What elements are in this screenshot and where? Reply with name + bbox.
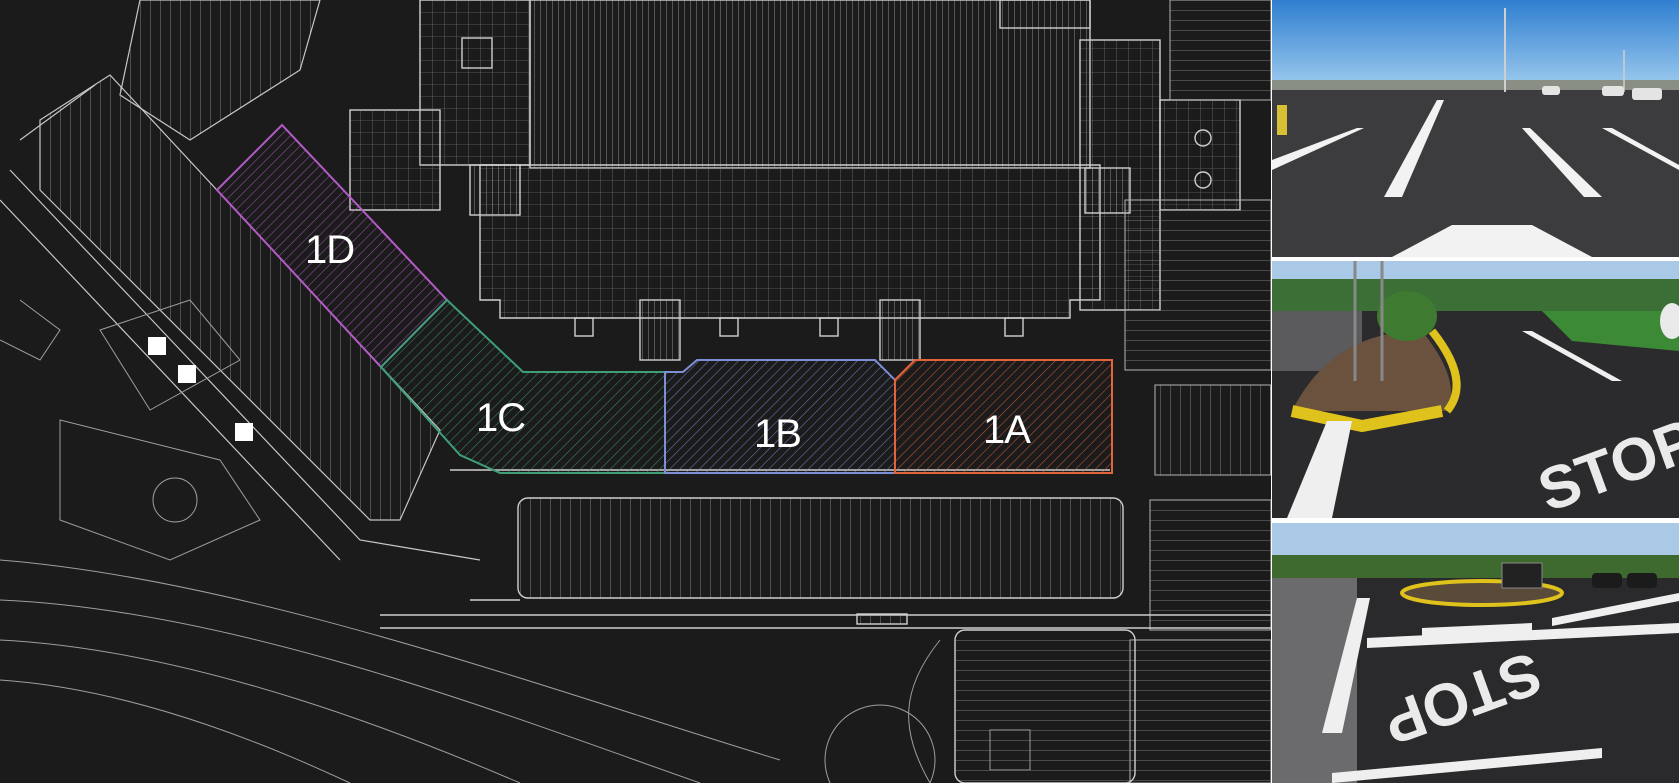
site-plan: 1D 1C 1B 1A bbox=[0, 0, 1271, 783]
zone-1a-area bbox=[894, 359, 1113, 474]
zone-1b-area bbox=[664, 359, 896, 474]
south-parking-area bbox=[380, 469, 1271, 783]
photo-roundabout-exit: STOP bbox=[1272, 523, 1679, 783]
pedestrian-markers bbox=[148, 337, 253, 441]
photo-column: STOP STOP bbox=[1271, 0, 1679, 783]
zone-1c-label: 1C bbox=[476, 396, 526, 440]
zone-1a-label: 1A bbox=[983, 408, 1031, 452]
site-plan-drawing bbox=[0, 0, 1271, 783]
zone-1b-label: 1B bbox=[754, 412, 802, 456]
shopping-mall-building bbox=[349, 0, 1241, 361]
northwest-parking-area bbox=[0, 0, 481, 561]
zone-1d-label: 1D bbox=[305, 228, 355, 272]
east-parking-area bbox=[1124, 0, 1271, 783]
road-network bbox=[0, 299, 1031, 783]
photo-parking-aisles bbox=[1272, 0, 1679, 257]
photo-parking-island: STOP bbox=[1272, 261, 1679, 518]
